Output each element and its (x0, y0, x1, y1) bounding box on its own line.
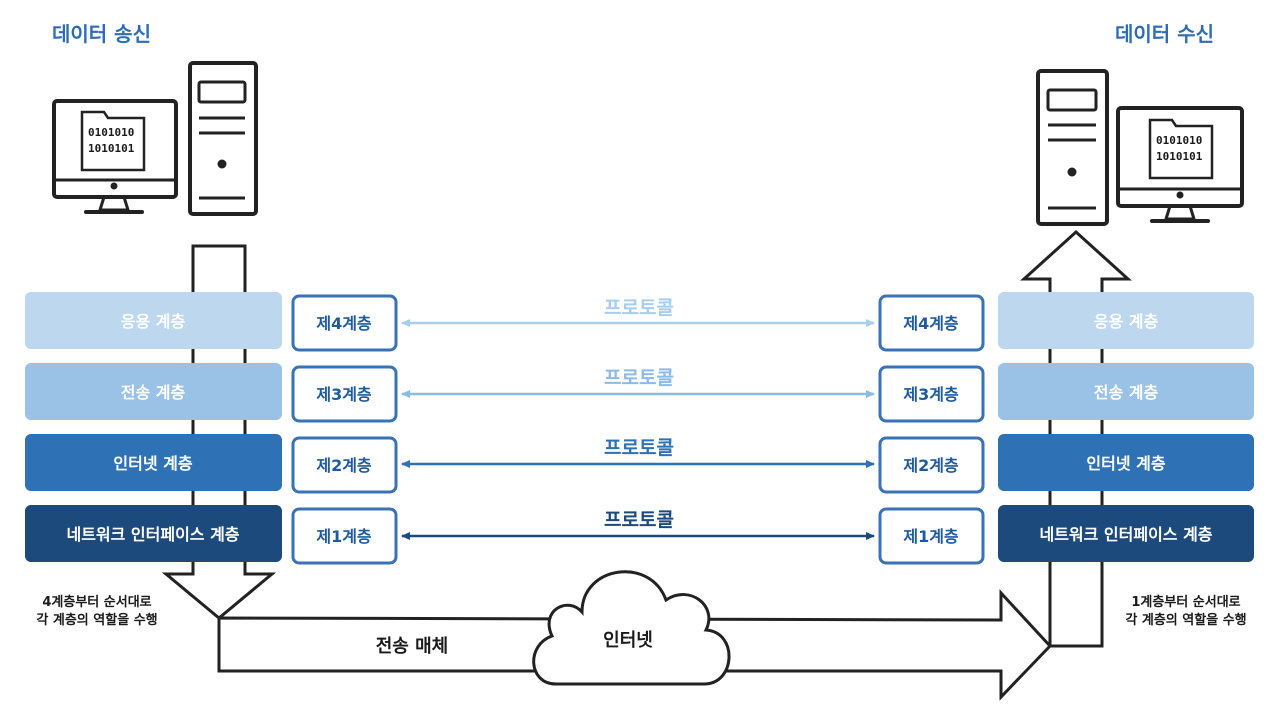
receiver-computer-icon: 0101010 1010101 (1036, 69, 1244, 226)
receiver-layer-label: 네트워크 인터페이스 계층 (1039, 525, 1212, 544)
receiver-layer-box (998, 505, 1254, 562)
sender-level-box (291, 436, 398, 494)
sender-layer-box (25, 505, 282, 562)
receiver-level-label: 제1계층 (903, 527, 959, 546)
sender-level-box (291, 507, 398, 565)
receiver-binary-line-2: 1010101 (1156, 150, 1203, 163)
sender-layer-box (25, 292, 282, 349)
sender-level-label: 제3계층 (316, 385, 372, 404)
layer-row-3: 전송 계층 제3계층 프로토콜 제3계층 전송 계층 (25, 363, 1254, 423)
receiver-layer-label: 전송 계층 (1094, 383, 1159, 402)
sender-note-line-1: 4계층부터 순서대로 (42, 594, 151, 610)
sender-layer-label: 전송 계층 (121, 383, 186, 402)
sender-layer-label: 응용 계층 (121, 312, 186, 331)
sender-level-box (291, 294, 398, 352)
protocol-label: 프로토콜 (604, 297, 674, 319)
internet-cloud-icon (532, 570, 731, 686)
sender-level-label: 제1계층 (316, 527, 372, 546)
sender-note-line-2: 각 계층의 역할을 수행 (36, 612, 157, 628)
receiver-note-line-2: 각 계층의 역할을 수행 (1125, 612, 1246, 628)
medium-label: 전송 매체 (376, 636, 449, 657)
receiver-level-box (878, 365, 985, 423)
receiver-level-label: 제3계층 (903, 385, 959, 404)
cloud-label: 인터넷 (603, 630, 653, 651)
protocol-label: 프로토콜 (604, 437, 674, 459)
receiver-level-label: 제2계층 (903, 456, 959, 475)
receiver-layer-box (998, 434, 1254, 491)
receiver-level-label: 제4계층 (903, 314, 959, 333)
receiver-layer-box (998, 292, 1254, 349)
sender-level-label: 제4계층 (316, 314, 372, 333)
layer-row-4: 응용 계층 제4계층 프로토콜 제4계층 응용 계층 (25, 292, 1254, 352)
receiver-level-box (878, 507, 985, 565)
sender-level-label: 제2계층 (316, 456, 372, 475)
layer-row-1: 네트워크 인터페이스 계층 제1계층 프로토콜 제1계층 네트워크 인터페이스 … (25, 505, 1254, 565)
receiver-layer-label: 인터넷 계층 (1086, 454, 1165, 473)
sender-level-box (291, 365, 398, 423)
sender-title: 데이터 송신 (52, 22, 151, 46)
receiver-title: 데이터 수신 (1115, 22, 1214, 46)
sender-layer-label: 네트워크 인터페이스 계층 (66, 525, 239, 544)
receiver-layer-box (998, 363, 1254, 420)
sender-layer-box (25, 434, 282, 491)
sender-binary-line-2: 1010101 (88, 142, 135, 155)
receiver-layer-label: 응용 계층 (1094, 312, 1159, 331)
sender-binary-line-1: 0101010 (88, 126, 134, 139)
receiver-note-line-1: 1계층부터 순서대로 (1131, 594, 1240, 610)
receiver-binary-line-1: 0101010 (1156, 134, 1202, 147)
protocol-label: 프로토콜 (604, 367, 674, 389)
receiver-level-box (878, 294, 985, 352)
layer-row-2: 인터넷 계층 제2계층 프로토콜 제2계층 인터넷 계층 (25, 434, 1254, 494)
sender-computer-icon: 0101010 1010101 (52, 61, 258, 216)
sender-layer-box (25, 363, 282, 420)
protocol-label: 프로토콜 (604, 509, 674, 531)
receiver-level-box (878, 436, 985, 494)
sender-layer-label: 인터넷 계층 (113, 454, 192, 473)
